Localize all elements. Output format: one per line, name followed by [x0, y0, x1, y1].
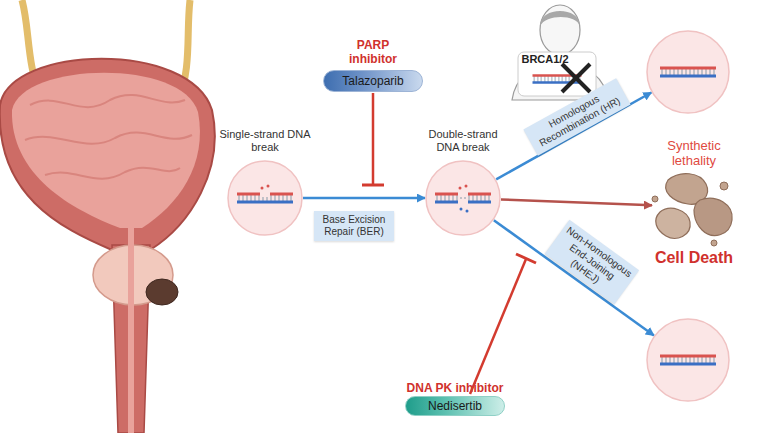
dead-cell [694, 198, 732, 235]
repaired-dna-circle [646, 30, 730, 114]
repair-pathway-label: Base Excision Repair (BER) [314, 211, 394, 241]
dna-double-break [435, 185, 491, 213]
inhibition-line [470, 259, 526, 394]
circle-outline [646, 318, 730, 402]
dna-state-circle: Single-strand DNA break [227, 160, 303, 236]
inhibition-symbol [362, 93, 384, 185]
inhibition-symbol [470, 254, 536, 394]
circle-shape [228, 161, 302, 235]
drug-class-heading: PARP inhibitor [338, 38, 408, 66]
repair-pathway-label: Homologous Recombination (HR) [523, 78, 630, 156]
dna-helix [237, 194, 293, 202]
node-caption: Single-strand DNA break [219, 128, 311, 154]
drug-class-heading: DNA PK inhibitor [390, 381, 520, 395]
cross-mark [562, 64, 590, 92]
bladder-illustration [0, 0, 215, 433]
pathway-arrow [303, 197, 425, 200]
nucleotide-fragment [465, 185, 468, 188]
drug-pill: DNA PK inhibitorNedisertib [405, 396, 505, 416]
hair [540, 11, 580, 26]
circle-outline [425, 160, 501, 236]
nucleotide-fragment [459, 187, 462, 190]
repaired-dna-circle [646, 318, 730, 402]
circle-outline [227, 160, 303, 236]
pathway-arrow [494, 220, 654, 335]
circle-shape [647, 31, 729, 113]
gene-box [518, 52, 596, 96]
drug-name: Talazoparib [324, 71, 422, 91]
cell-fragment [711, 240, 717, 246]
nucleotide-fragment [261, 187, 264, 190]
node-caption: Double-strand DNA break [417, 128, 509, 154]
mutated-gene-symbol [533, 64, 591, 92]
urethra-lumen [128, 228, 134, 433]
cell-fragment [720, 182, 728, 190]
drug-pill: PARP inhibitorTalazoparib [323, 70, 423, 92]
dna-single-break [237, 185, 293, 203]
cell-death-outcome: Synthetic lethalityCell Death [652, 172, 736, 242]
dna-helix [660, 68, 716, 76]
nucleotide-fragment [460, 208, 463, 211]
gene-label: BRCA1/2 [515, 53, 575, 65]
inhibition-bar [516, 254, 536, 263]
circle-outline [646, 30, 730, 114]
inhibition-line [372, 93, 375, 184]
dna-helix [533, 76, 582, 83]
bladder-wall [0, 59, 215, 250]
cell-fragment [652, 196, 658, 202]
pathway-arrow [496, 93, 651, 180]
nucleotide-fragment [267, 185, 270, 188]
strand-gap [260, 191, 270, 197]
circle-shape [647, 319, 729, 401]
mucosa-fold [30, 95, 185, 107]
dna-helix [435, 194, 491, 202]
pathway-arrow [501, 199, 652, 205]
dna-helix [660, 356, 716, 364]
outcome-label: Cell Death [639, 248, 749, 267]
cross-mark [562, 64, 590, 92]
dead-cells-illustration [652, 174, 732, 246]
outcome-heading: Synthetic lethality [659, 138, 729, 168]
tumor [146, 279, 178, 305]
connector-group [303, 93, 654, 336]
dna-state-circle: Double-strand DNA break [425, 160, 501, 236]
head [540, 5, 580, 55]
patient-illustration [512, 5, 608, 100]
mucosa-fold [25, 133, 192, 144]
nucleotide-fragment [466, 210, 469, 213]
strand-gap [458, 191, 468, 197]
inhibition-bar [362, 184, 384, 187]
circle-shape [426, 161, 500, 235]
mucosa-fold [45, 168, 180, 179]
strand-gap [458, 199, 468, 206]
bladder-lumen [12, 73, 200, 228]
dead-cell [656, 208, 690, 238]
drug-name: Nedisertib [406, 397, 504, 415]
